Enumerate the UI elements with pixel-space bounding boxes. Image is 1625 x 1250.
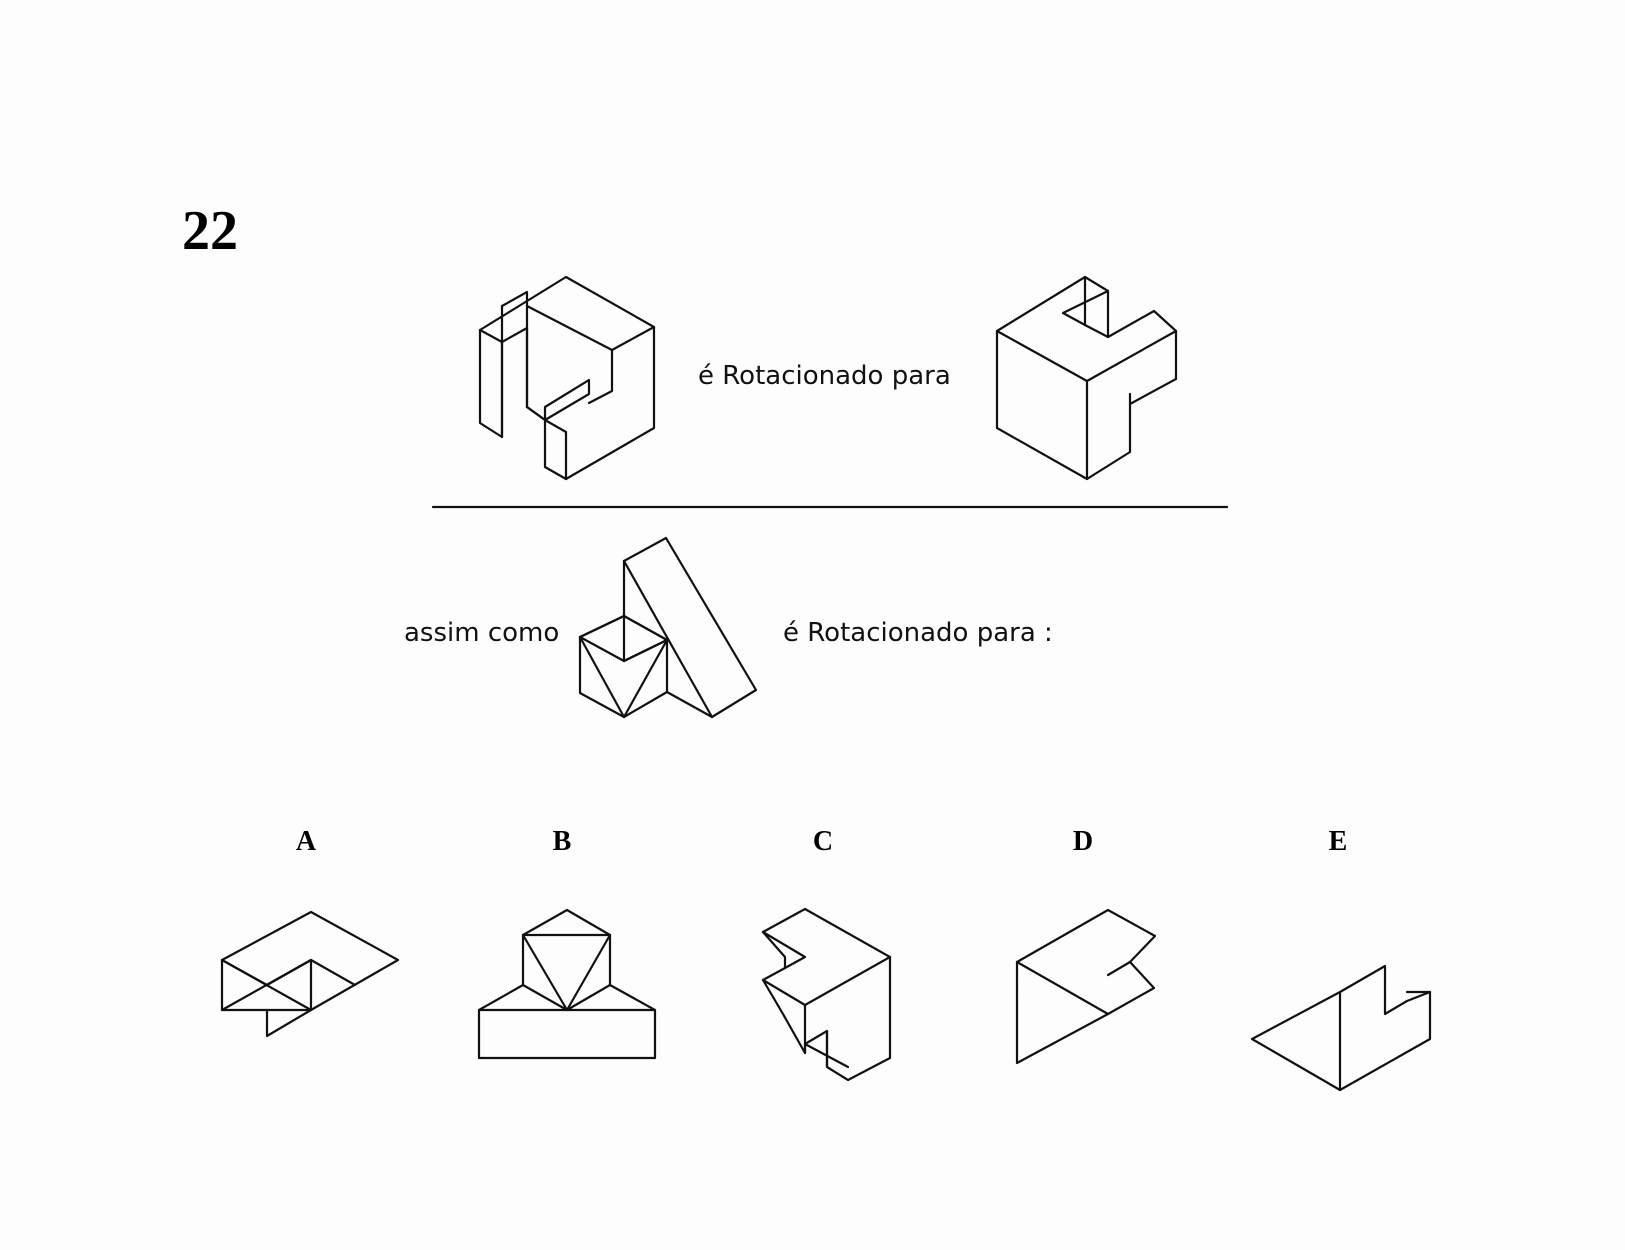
problem-caption: é Rotacionado para : — [783, 618, 1053, 648]
problem-lead-text: assim como — [404, 618, 560, 648]
option-a-letter: A — [295, 826, 317, 857]
option-c-figure — [761, 907, 892, 1082]
problem-figure — [578, 536, 758, 719]
option-b-figure — [477, 908, 657, 1060]
option-d-letter: D — [1072, 826, 1094, 857]
option-e-letter: E — [1328, 826, 1348, 857]
example-caption: é Rotacionado para — [698, 361, 951, 391]
option-c-letter: C — [812, 826, 834, 857]
question-number: 22 — [182, 200, 238, 262]
option-e-figure — [1250, 964, 1432, 1092]
option-d-figure — [1015, 908, 1157, 1065]
example-rotated-block — [995, 275, 1178, 481]
option-a-figure — [220, 910, 400, 1038]
example-original-block — [478, 275, 656, 481]
option-b-letter: B — [552, 826, 572, 857]
